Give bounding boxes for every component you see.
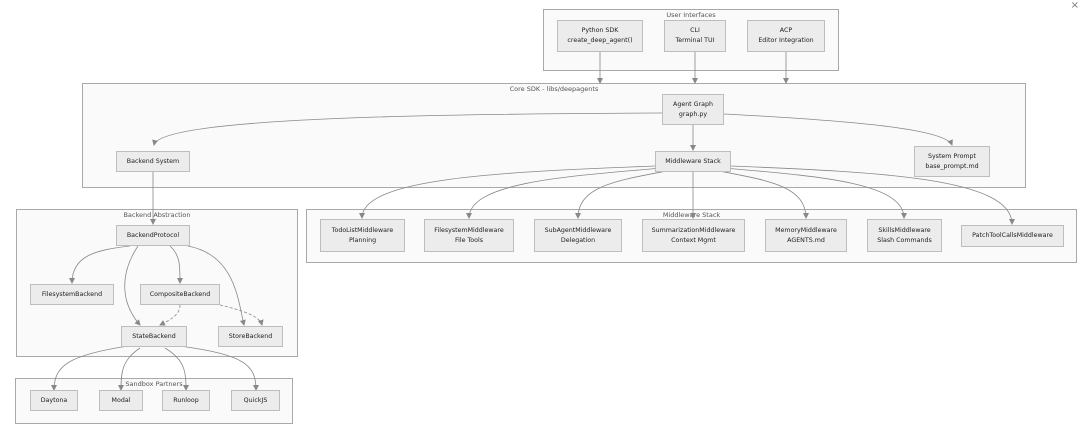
close-icon[interactable]: ×: [1070, 0, 1079, 11]
node-subtitle: base_prompt.md: [925, 162, 979, 170]
node-title: ACP: [779, 27, 793, 34]
node-title: FilesystemMiddleware: [434, 226, 504, 234]
node-title: SkillsMiddleware: [878, 226, 931, 234]
node-subtitle: Planning: [348, 236, 377, 244]
cluster-core-sdk: Core SDK - libs/deepagents: [82, 83, 1026, 188]
node-middleware-stack: Middleware Stack: [655, 151, 731, 172]
node-title: StoreBackend: [228, 332, 273, 340]
node-title: SubAgentMiddleware: [544, 226, 612, 234]
node-title: SummarizationMiddleware: [651, 226, 736, 234]
node-daytona: Daytona: [30, 390, 78, 411]
node-backend-system: Backend System: [116, 151, 190, 172]
node-title: Daytona: [40, 396, 68, 404]
node-system-prompt: System Prompt base_prompt.md: [914, 146, 990, 177]
node-title: CLI: [690, 27, 700, 34]
cluster-title: Backend Abstraction: [123, 211, 191, 219]
node-subtitle: File Tools: [454, 236, 484, 244]
node-title: System Prompt: [927, 152, 977, 160]
node-python-sdk: Python SDK create_deep_agent(): [557, 20, 643, 52]
node-subtitle: create_deep_agent(): [567, 37, 633, 44]
cluster-title: User Interfaces: [666, 11, 716, 19]
node-subtitle: AGENTS.md: [787, 236, 825, 244]
node-store-backend: StoreBackend: [218, 326, 283, 347]
node-title: Middleware Stack: [665, 157, 721, 165]
node-cli: CLI Terminal TUI: [664, 20, 726, 52]
node-state-backend: StateBackend: [121, 326, 187, 347]
node-subtitle: Slash Commands: [877, 236, 932, 244]
node-subtitle: Delegation: [560, 236, 596, 244]
node-filesystem-backend: FilesystemBackend: [30, 284, 114, 305]
cluster-title: Middleware Stack: [662, 211, 721, 219]
node-skills-middleware: SkillsMiddleware Slash Commands: [867, 219, 942, 252]
node-subtitle: graph.py: [678, 110, 708, 118]
node-title: CompositeBackend: [149, 290, 211, 298]
node-patchtoolcalls-middleware: PatchToolCallsMiddleware: [961, 225, 1064, 247]
node-filesystem-middleware: FilesystemMiddleware File Tools: [424, 219, 514, 252]
cluster-title: Core SDK - libs/deepagents: [509, 85, 599, 93]
node-title: StateBackend: [132, 332, 176, 340]
node-title: FilesystemBackend: [41, 290, 103, 298]
node-title: Backend System: [126, 157, 180, 165]
node-subtitle: Terminal TUI: [675, 37, 715, 44]
node-title: TodoListMiddleware: [331, 226, 394, 234]
node-todolist-middleware: TodoListMiddleware Planning: [320, 219, 405, 252]
node-backend-protocol: BackendProtocol: [116, 225, 190, 246]
node-title: MemoryMiddleware: [775, 226, 837, 234]
node-subtitle: Editor Integration: [758, 37, 814, 44]
node-runloop: Runloop: [162, 390, 210, 411]
node-title: PatchToolCallsMiddleware: [972, 232, 1053, 239]
node-title: Modal: [111, 396, 131, 404]
cluster-title: Sandbox Partners: [125, 380, 183, 388]
node-composite-backend: CompositeBackend: [140, 284, 220, 305]
node-title: Agent Graph: [673, 100, 713, 108]
node-title: QuickJS: [243, 396, 268, 404]
node-subtitle: Context Mgmt: [671, 236, 716, 244]
node-title: BackendProtocol: [126, 231, 180, 239]
node-title: Python SDK: [581, 27, 619, 34]
node-modal: Modal: [99, 390, 143, 411]
node-summarization-middleware: SummarizationMiddleware Context Mgmt: [642, 219, 745, 252]
node-quickjs: QuickJS: [231, 390, 280, 411]
node-acp: ACP Editor Integration: [747, 20, 825, 52]
node-subagent-middleware: SubAgentMiddleware Delegation: [534, 219, 622, 252]
node-agent-graph: Agent Graph graph.py: [662, 94, 724, 125]
node-memory-middleware: MemoryMiddleware AGENTS.md: [765, 219, 847, 252]
node-title: Runloop: [173, 396, 199, 404]
